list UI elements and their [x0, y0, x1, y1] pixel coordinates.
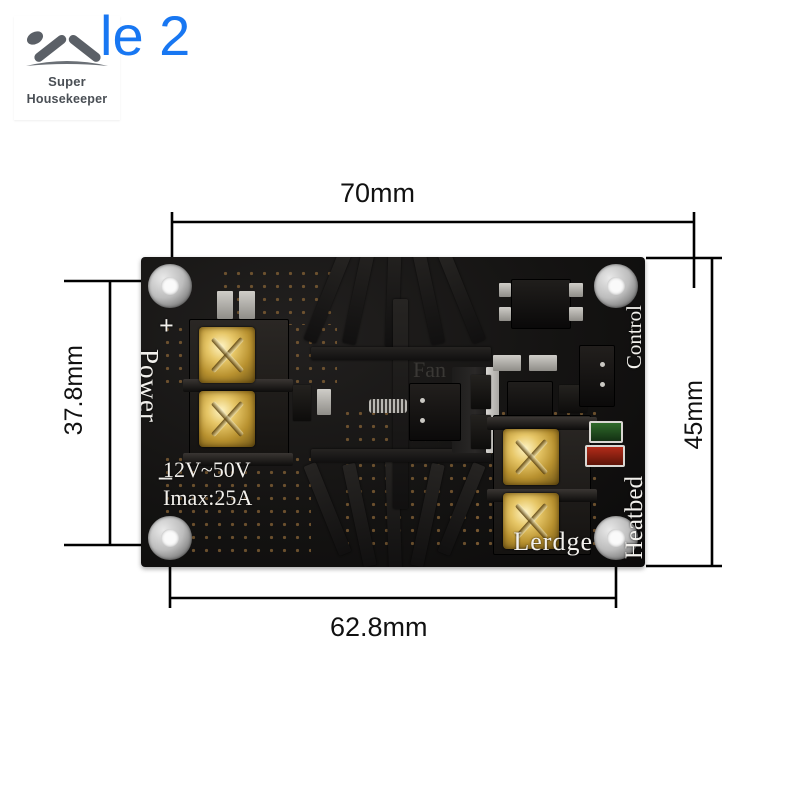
silk-label-power: Power: [141, 349, 164, 423]
mounting-hole-bottom-left: [148, 516, 192, 560]
heatbed-screw-1: [503, 429, 559, 485]
silk-label-plus: +: [159, 311, 174, 340]
smd-resistor-right-2: [529, 355, 557, 371]
control-connector-pin: [600, 382, 605, 387]
heatsink-fin: [342, 257, 377, 346]
silk-label-minus: _: [159, 453, 172, 482]
watermark-line-1: Super: [48, 74, 86, 89]
roof-logo-icon: [26, 31, 108, 66]
power-terminal-bar-bottom: [183, 453, 293, 466]
smd-cap-left-1: [293, 385, 311, 421]
heatsink-fin: [437, 257, 486, 344]
heatsink-fin: [437, 462, 486, 556]
fan-connector-pin: [420, 418, 425, 423]
smd-resistor-left-1: [217, 291, 233, 319]
mounting-hole-top-right: [594, 264, 638, 308]
dimension-label-left: 37.8mm: [60, 345, 88, 436]
silk-label-current: Imax:25A: [163, 485, 253, 510]
spring-coil: [369, 399, 407, 413]
heatsink-crossbar: [311, 449, 491, 462]
led-indicator-green: [589, 421, 623, 443]
silk-label-control: Control: [622, 305, 645, 370]
page-title: le 2: [100, 4, 191, 67]
mounting-hole-top-left: [148, 264, 192, 308]
dimension-label-right: 45mm: [680, 380, 708, 450]
power-screw-positive: [199, 327, 255, 383]
watermark-line-2: Housekeeper: [26, 92, 108, 106]
ic-pad: [569, 307, 583, 321]
smd-resistor-right-1: [493, 355, 521, 371]
ic-pad: [499, 283, 511, 297]
ic-pad: [499, 307, 511, 321]
led-indicator-red: [585, 445, 625, 467]
heatbed-terminal-bar-top: [487, 417, 597, 430]
heatsink-crossbar: [311, 347, 491, 360]
fan-connector-pin: [420, 398, 425, 403]
mounting-hole-bottom-right: [594, 516, 638, 560]
silk-label-heatbed: Heatbed: [621, 475, 645, 559]
heatsink-fin: [410, 257, 445, 346]
ic-pad: [569, 283, 583, 297]
silk-label-fan: Fan: [413, 357, 446, 382]
silk-label-brand: Lerdge: [513, 527, 593, 556]
heatbed-screw-2: [503, 493, 559, 549]
dimension-label-bottom: 62.8mm: [330, 612, 428, 642]
smd-part-center-2: [471, 415, 491, 449]
smd-part-center: [471, 375, 491, 409]
control-connector-pin: [600, 362, 605, 367]
silk-label-voltage: 12V~50V: [163, 457, 251, 482]
dimension-label-top: 70mm: [340, 178, 416, 208]
smd-cap-left-2: [317, 389, 331, 415]
control-connector: [579, 345, 615, 407]
pcb-board: Fan Power + _ 12V~50V Imax:25A Lerdge He…: [141, 257, 645, 567]
watermark-logo: Super Housekeeper: [14, 16, 120, 120]
power-screw-negative: [199, 391, 255, 447]
smd-resistor-left-2: [239, 291, 255, 319]
optocoupler-ic-top: [511, 279, 571, 329]
fan-connector: [409, 383, 461, 441]
